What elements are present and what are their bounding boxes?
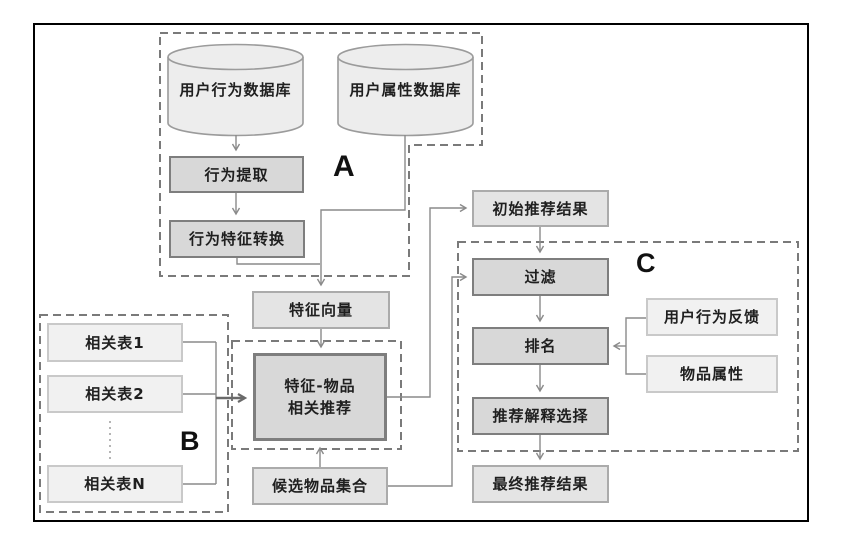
node-user-feedback: 用户行为反馈	[646, 298, 778, 336]
node-related-table-1: 相关表1	[47, 323, 183, 362]
edge-related-tables-trunk	[183, 341, 217, 485]
node-ranking: 排名	[472, 327, 609, 365]
edge-feedback-bracket	[625, 317, 646, 375]
node-feature-vector: 特征向量	[252, 291, 390, 329]
edge-candidate-to-filter	[388, 272, 468, 487]
node-explanation-select: 推荐解释选择	[472, 397, 609, 435]
node-user-attribute-db: 用户属性数据库	[349, 80, 462, 99]
figure-frame	[33, 23, 809, 522]
node-final-result: 最终推荐结果	[472, 465, 609, 503]
label-group-a: A	[333, 150, 355, 183]
node-user-behavior-db: 用户行为数据库	[179, 80, 292, 99]
user-attribute-db-cylinder	[337, 43, 474, 137]
node-behavior-extract: 行为提取	[169, 156, 304, 193]
node-related-table-n: 相关表N	[47, 465, 183, 503]
node-related-table-2: 相关表2	[47, 375, 183, 413]
node-initial-result: 初始推荐结果	[472, 190, 609, 227]
node-feature-item-recommend: 特征-物品 相关推荐	[253, 353, 387, 441]
label-group-c: C	[636, 248, 656, 278]
user-behavior-db-cylinder	[167, 43, 304, 137]
group-c-outline	[457, 241, 799, 452]
label-group-b: B	[180, 426, 200, 456]
edge-transform-merge	[236, 258, 320, 265]
node-item-attribute: 物品属性	[646, 355, 778, 393]
node-candidate-item-set: 候选物品集合	[252, 467, 388, 505]
node-behavior-feature-transform: 行为特征转换	[169, 220, 305, 258]
edge-db-attribute-to-feature-vector	[316, 135, 406, 287]
feature-item-outline	[231, 340, 402, 450]
group-b-outline	[39, 314, 229, 513]
group-a-outline	[159, 32, 483, 277]
node-filter: 过滤	[472, 258, 609, 296]
edge-feature-item-to-initial	[387, 203, 468, 398]
